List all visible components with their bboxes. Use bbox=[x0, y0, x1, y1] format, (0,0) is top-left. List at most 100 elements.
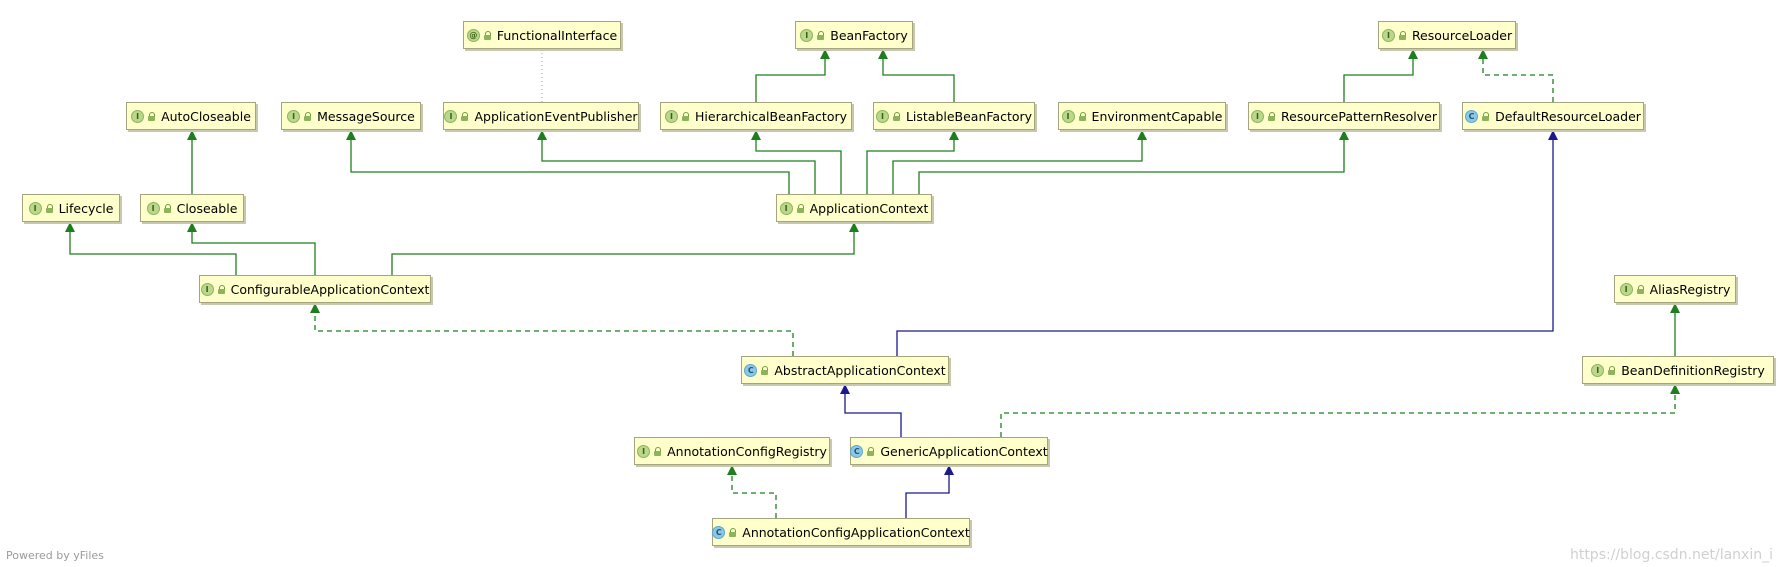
powered-by-label: Powered by yFiles bbox=[6, 549, 104, 562]
edge-abstract-application-context-to-default-resource-loader bbox=[896, 130, 1558, 356]
node-generic-application-context[interactable]: C GenericApplicationContext bbox=[850, 437, 1048, 465]
node-label: AliasRegistry bbox=[1649, 281, 1731, 297]
node-label: GenericApplicationContext bbox=[880, 443, 1048, 459]
interface-kind-icon: I bbox=[444, 109, 458, 123]
edge-line bbox=[905, 474, 950, 518]
edge-line bbox=[755, 58, 826, 102]
arrow-head bbox=[1339, 130, 1349, 140]
public-access-icon bbox=[654, 446, 662, 456]
arrow-head bbox=[878, 49, 888, 59]
arrow-head bbox=[849, 222, 859, 232]
edge-application-context-to-hierarchical-bean-factory bbox=[751, 130, 842, 194]
edge-line bbox=[918, 139, 1345, 194]
node-alias-registry[interactable]: I AliasRegistry bbox=[1614, 275, 1736, 303]
edge-line bbox=[391, 231, 855, 275]
arrow-head bbox=[840, 384, 850, 394]
interface-kind-icon: I bbox=[200, 282, 214, 296]
node-label: AutoCloseable bbox=[161, 108, 251, 124]
edge-line bbox=[541, 139, 816, 194]
public-access-icon bbox=[729, 527, 737, 537]
node-resource-loader[interactable]: I ResourceLoader bbox=[1378, 21, 1516, 49]
edge-line bbox=[350, 139, 790, 194]
node-closeable[interactable]: I Closeable bbox=[140, 194, 244, 222]
public-access-icon bbox=[163, 203, 172, 213]
interface-kind-icon: I bbox=[800, 28, 814, 42]
arrow-head bbox=[1408, 49, 1418, 59]
edge-annotation-config-application-context-to-generic-application-context bbox=[905, 465, 954, 518]
node-environment-capable[interactable]: I EnvironmentCapable bbox=[1058, 102, 1226, 130]
node-label: AnnotationConfigApplicationContext bbox=[742, 524, 970, 540]
interface-kind-icon: I bbox=[1381, 28, 1395, 42]
node-label: ResourceLoader bbox=[1411, 27, 1513, 43]
edge-configurable-application-context-to-application-context bbox=[391, 222, 859, 275]
node-functional-interface[interactable]: @ FunctionalInterface bbox=[463, 21, 621, 49]
edge-line bbox=[314, 312, 794, 356]
node-label: ApplicationContext bbox=[809, 200, 929, 216]
edge-resource-pattern-resolver-to-resource-loader bbox=[1343, 49, 1418, 102]
node-label: BeanDefinitionRegistry bbox=[1621, 362, 1765, 378]
node-label: ResourcePatternResolver bbox=[1281, 108, 1437, 124]
node-label: EnvironmentCapable bbox=[1091, 108, 1223, 124]
interface-kind-icon: I bbox=[665, 109, 678, 123]
edge-generic-application-context-to-abstract-application-context bbox=[840, 384, 902, 437]
arrow-head bbox=[1478, 49, 1488, 59]
node-label: DefaultResourceLoader bbox=[1495, 108, 1641, 124]
edge-closeable-to-auto-closeable bbox=[187, 130, 197, 194]
node-application-context[interactable]: I ApplicationContext bbox=[776, 194, 932, 222]
node-label: ListableBeanFactory bbox=[905, 108, 1033, 124]
class-kind-icon: C bbox=[850, 444, 864, 458]
arrow-head bbox=[187, 130, 197, 140]
interface-kind-icon: I bbox=[779, 201, 793, 215]
arrow-head bbox=[820, 49, 830, 59]
edge-abstract-application-context-to-configurable-application-context bbox=[310, 303, 794, 356]
edge-line bbox=[896, 139, 1554, 356]
public-access-icon bbox=[892, 111, 901, 121]
public-access-icon bbox=[1078, 111, 1087, 121]
edge-listable-bean-factory-to-bean-factory bbox=[878, 49, 955, 102]
interface-kind-icon: I bbox=[1061, 109, 1075, 123]
watermark-url: https://blog.csdn.net/lanxin_i bbox=[1569, 547, 1773, 563]
node-default-resource-loader[interactable]: C DefaultResourceLoader bbox=[1462, 102, 1644, 130]
node-label: AnnotationConfigRegistry bbox=[667, 443, 827, 459]
public-access-icon bbox=[45, 203, 54, 213]
interface-kind-icon: I bbox=[287, 109, 301, 123]
interface-kind-icon: I bbox=[146, 201, 160, 215]
public-access-icon bbox=[867, 446, 875, 456]
node-label: Closeable bbox=[176, 200, 238, 216]
edge-line bbox=[731, 474, 777, 518]
edge-generic-application-context-to-bean-definition-registry bbox=[1000, 384, 1680, 437]
node-label: Lifecycle bbox=[58, 200, 114, 216]
arrow-head bbox=[537, 130, 547, 140]
edge-annotation-config-application-context-to-annotation-config-registry bbox=[727, 465, 777, 518]
class-kind-icon: C bbox=[1465, 109, 1479, 123]
public-access-icon bbox=[1398, 30, 1407, 40]
interface-kind-icon: I bbox=[28, 201, 42, 215]
arrow-head bbox=[1670, 303, 1680, 313]
public-access-icon bbox=[1636, 284, 1645, 294]
arrow-head bbox=[346, 130, 356, 140]
arrow-head bbox=[310, 303, 320, 313]
edge-application-context-to-message-source bbox=[346, 130, 790, 194]
node-label: FunctionalInterface bbox=[496, 27, 618, 43]
public-access-icon bbox=[217, 284, 226, 294]
annotation-kind-icon: @ bbox=[466, 28, 480, 42]
public-access-icon bbox=[1268, 111, 1276, 121]
arrow-head bbox=[949, 130, 959, 140]
node-lifecycle[interactable]: I Lifecycle bbox=[22, 194, 120, 222]
node-label: BeanFactory bbox=[830, 27, 908, 43]
interface-kind-icon: I bbox=[1619, 282, 1633, 296]
node-bean-factory[interactable]: I BeanFactory bbox=[795, 21, 913, 49]
arrow-head bbox=[65, 222, 75, 232]
